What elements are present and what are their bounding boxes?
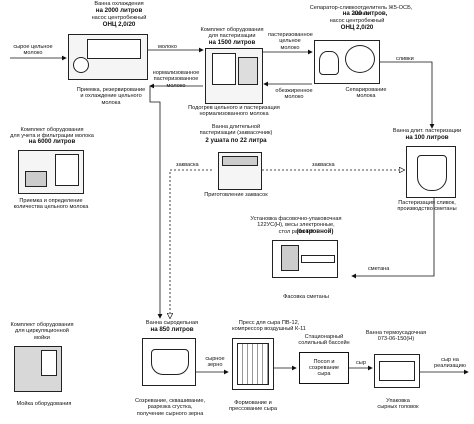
cheese-bath-volume: на 850 литров — [150, 326, 194, 333]
flow-cheese: сыр — [356, 360, 366, 366]
washing-caption: Мойка оборудования — [16, 401, 72, 407]
filling-header: Установка фасовочно-упаковочная 122УС(Н)… — [250, 216, 342, 235]
cooling-bath-unit — [68, 34, 148, 80]
cooling-caption: Приемка, резервирование и охлаждение цел… — [76, 87, 146, 106]
flow-curd: сырное зерно — [205, 356, 225, 369]
thermo-unit — [374, 354, 420, 388]
press-unit — [232, 338, 274, 390]
filling-table — [301, 255, 335, 263]
brine-box: Посол и созревание сыра — [299, 352, 349, 384]
long-bath-volume: на 100 литров — [405, 134, 449, 141]
filling-caption: Фасовка сметаны — [283, 294, 329, 300]
long-bath-vessel — [417, 155, 447, 191]
cheese-bath-caption: Созревание, сквашивание, разрезка сгустк… — [134, 398, 206, 417]
long-bath-unit — [406, 146, 456, 198]
press-frame — [237, 343, 269, 385]
starter-volume: 2 ушата по 22 литра — [205, 137, 267, 144]
flow-raw-milk: сырое цельное молоко — [13, 44, 53, 57]
separator-volume: на 200 литров, — [342, 10, 388, 17]
separator-unit — [314, 40, 380, 84]
accounting-tank — [55, 154, 79, 186]
filling-volume: (островной) — [296, 228, 334, 235]
pasteurization-unit — [205, 48, 263, 104]
pasteurization-volume: на 1500 литров — [208, 39, 256, 46]
flow-starter-left: закваска — [176, 162, 199, 168]
cheese-bath-unit — [142, 338, 196, 386]
cheese-vessel — [151, 349, 189, 375]
pasteurization-caption: Подогрев цельного и пастеризация нормали… — [188, 105, 280, 118]
accounting-unit — [18, 150, 84, 194]
arrow-sour-cream — [351, 198, 435, 279]
flow-cream: сливки — [396, 56, 414, 62]
long-bath-caption: Пастеризация сливок, производство сметан… — [397, 200, 457, 213]
pasteurization-header: Комплект оборудования для пастеризации — [200, 27, 264, 40]
starter-unit — [218, 152, 262, 190]
cooling-pump-body — [73, 57, 89, 73]
washing-unit — [14, 346, 62, 392]
thermo-bath — [379, 361, 415, 381]
accounting-volume: на 6000 литров — [28, 138, 76, 145]
flow-normalized: нормализованное пастеризованное молоко — [152, 70, 200, 89]
press-caption: Формование и прессование сыра — [229, 400, 277, 413]
cooling-pump-model: ОНЦ 2,0/20 — [102, 21, 136, 28]
washing-tank — [41, 350, 57, 376]
pasteurizer-panel — [238, 57, 258, 85]
separator-drum — [319, 51, 339, 75]
filling-machine — [281, 245, 299, 271]
cooling-tank — [87, 39, 141, 59]
separator-pump-model: ОНЦ 2,0/20 — [340, 24, 374, 31]
thermo-header: Ванна термоусадочная 073-06-150(Н) — [365, 330, 427, 343]
flow-milk: молоко — [158, 44, 177, 50]
cooling-header: Ванна охлаждения — [94, 1, 144, 7]
separator-pump: насос центробежный — [329, 18, 385, 24]
separator-header: Сепаратор-сливкоотделитель Ж5-ОСБ, ванна — [309, 5, 413, 18]
accounting-pump — [25, 171, 47, 187]
washing-header: Комплект оборудования для циркуляционной… — [10, 322, 74, 341]
flow-sour-cream: сметана — [368, 266, 390, 272]
cooling-pump: насос центробежный — [91, 15, 147, 21]
starter-caption: Приготовление заквасок — [204, 192, 268, 198]
cooling-volume: на 2000 литров — [95, 7, 143, 14]
filling-unit — [272, 240, 338, 278]
thermo-caption: Упаковка сырных головок — [377, 398, 419, 411]
pasteurizer-tank — [212, 53, 236, 85]
flow-whole-pasteurized: пастеризованное цельное молоко — [268, 32, 313, 51]
accounting-header: Комплект оборудования для учета и фильтр… — [10, 127, 94, 140]
starter-header: Ванна длительной пастеризации (заквасочн… — [199, 124, 273, 137]
long-bath-header: Ванна длит. пастеризации — [392, 128, 462, 134]
cheese-bath-header: Ванна сыродельная — [145, 320, 199, 326]
arrow-cream — [380, 61, 435, 129]
flow-starter-right: закваска — [312, 162, 335, 168]
arrow-starter-left — [170, 169, 212, 318]
flow-to-sale: сыр на реализацию — [434, 357, 466, 370]
brine-header: Стационарный солильный бассейн — [298, 334, 350, 347]
separator-bath — [345, 45, 375, 73]
flow-skimmed: обезжиренное молоко — [275, 88, 313, 101]
separator-caption: Сепарирование молока — [345, 87, 387, 100]
accounting-caption: Приемка и определение количества цельног… — [13, 198, 89, 211]
arrow-normalized-to-cheese — [149, 86, 163, 319]
starter-lid — [222, 156, 258, 166]
press-header: Пресс для сыра ПВ-12, компрессор воздушн… — [232, 320, 306, 333]
